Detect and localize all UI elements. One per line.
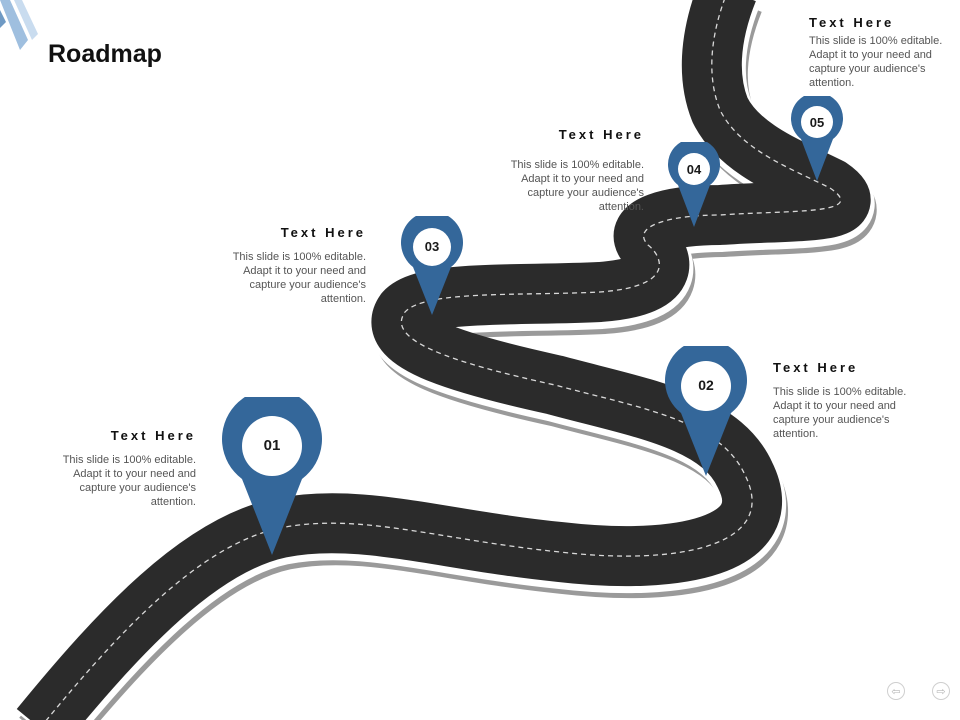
- prev-slide-button[interactable]: ⇦: [887, 682, 905, 700]
- milestone-text-05: Text Here This slide is 100% editable. A…: [809, 15, 945, 90]
- milestone-marker-02: 02: [665, 346, 747, 478]
- milestone-heading: Text Here: [809, 15, 895, 30]
- milestone-number: 03: [424, 239, 440, 254]
- page-title: Roadmap: [48, 40, 162, 68]
- milestone-text-03: Text Here This slide is 100% editable. A…: [230, 225, 366, 306]
- map-pin-icon: [665, 346, 747, 476]
- milestone-number: 01: [263, 437, 281, 454]
- milestone-body: This slide is 100% editable. Adapt it to…: [773, 386, 907, 440]
- milestone-body: This slide is 100% editable. Adapt it to…: [62, 454, 196, 508]
- milestone-heading: Text Here: [558, 127, 644, 142]
- milestone-marker-01: 01: [222, 397, 322, 557]
- milestone-text-01: Text Here This slide is 100% editable. A…: [60, 428, 196, 509]
- milestone-marker-03: 03: [401, 216, 463, 316]
- arrow-left-circle-icon: ⇦: [891, 684, 901, 698]
- map-pin-icon: [222, 397, 322, 555]
- next-slide-button[interactable]: ⇨: [932, 682, 950, 700]
- milestone-number: 04: [686, 162, 702, 177]
- milestone-text-02: Text Here This slide is 100% editable. A…: [773, 360, 909, 441]
- milestone-marker-05: 05: [791, 96, 843, 182]
- road-center-line: [45, 0, 842, 720]
- milestone-body: This slide is 100% editable. Adapt it to…: [232, 251, 366, 305]
- arrow-right-circle-icon: ⇨: [936, 684, 946, 698]
- milestone-heading: Text Here: [773, 360, 859, 375]
- milestone-text-04: Text Here This slide is 100% editable. A…: [508, 127, 644, 214]
- milestone-number: 05: [809, 115, 825, 130]
- map-pin-icon: [791, 96, 843, 181]
- map-pin-icon: [668, 142, 720, 227]
- milestone-heading: Text Here: [110, 428, 196, 443]
- corner-decoration: [0, 0, 38, 50]
- map-pin-icon: [401, 216, 463, 315]
- milestone-heading: Text Here: [280, 225, 366, 240]
- milestone-body: This slide is 100% editable. Adapt it to…: [809, 35, 943, 89]
- milestone-body: This slide is 100% editable. Adapt it to…: [510, 159, 644, 213]
- milestone-number: 02: [698, 377, 714, 393]
- milestone-marker-04: 04: [668, 142, 720, 228]
